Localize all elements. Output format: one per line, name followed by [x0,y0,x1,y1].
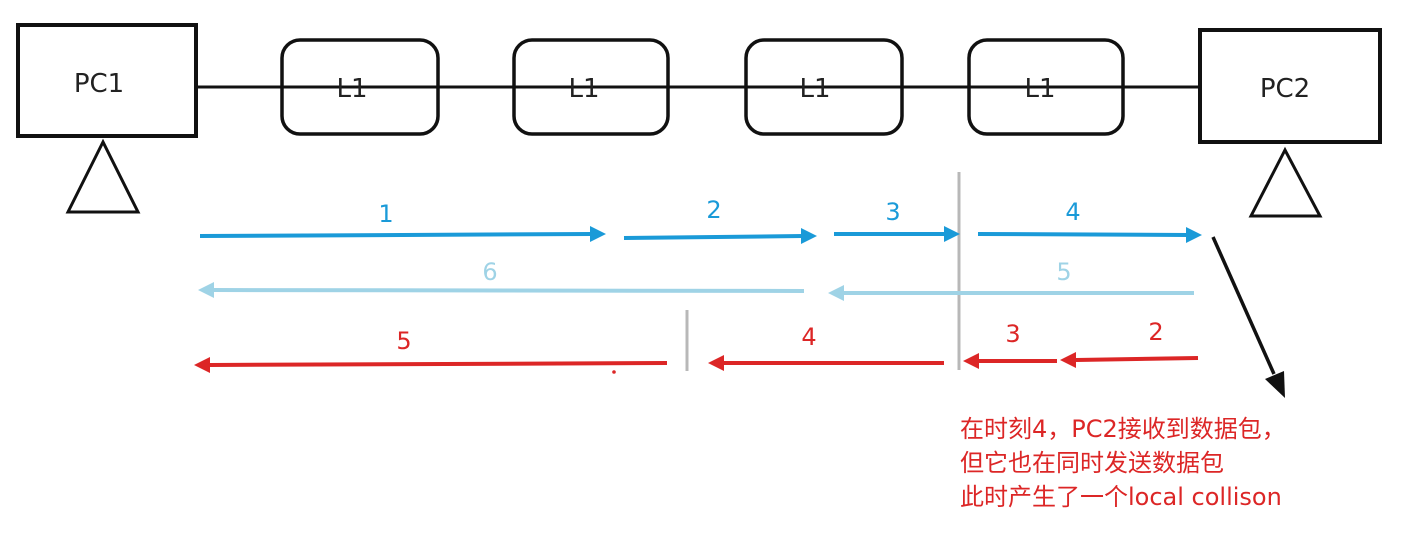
note-line: 但它也在同时发送数据包 [960,449,1224,477]
lightblue-arrow-label: 6 [482,258,497,286]
red-arrow-4 [708,355,944,371]
link-label: L1 [1024,74,1055,104]
pc1-label: PC1 [74,69,124,99]
link-label: L1 [799,74,830,104]
note-line: 此时产生了一个local collison [960,483,1282,511]
lightblue-arrow-6 [198,282,805,298]
blue-arrow-4 [977,227,1202,243]
link-node-1: L1 [280,38,440,136]
pc1-antenna-icon [65,138,141,214]
blue-arrow-1 [199,226,606,242]
lightblue-arrow-5 [828,285,1194,301]
pc1-node: PC1 [16,23,198,138]
link-label: L1 [568,74,599,104]
blue-arrow-2 [623,228,817,244]
red-arrow-label: 4 [801,323,816,351]
pc2-antenna-icon [1248,146,1323,218]
link-label: L1 [336,74,367,104]
blue-arrow-label: 2 [706,196,721,224]
blue-arrow-row [199,226,1202,244]
link-node-2: L1 [512,38,670,136]
red-arrow-label: 5 [396,327,411,355]
note-line: 在时刻4，PC2接收到数据包， [960,415,1286,443]
lightblue-arrow-row [198,282,1194,301]
red-arrow-5 [194,357,668,373]
link-node-3: L1 [744,38,904,136]
pc2-node: PC2 [1198,28,1382,144]
red-arrow-3 [963,353,1057,369]
blue-arrow-label: 3 [885,198,900,226]
lightblue-arrow-label: 5 [1056,258,1071,286]
stray-dot [612,370,616,374]
blue-arrow-3 [834,226,960,242]
pointer-arrow [1211,236,1285,398]
pc2-label: PC2 [1260,74,1310,104]
blue-arrow-label: 4 [1065,198,1080,226]
blue-arrow-label: 1 [378,200,393,228]
red-arrow-label: 2 [1148,318,1163,346]
red-arrow-2 [1060,352,1199,368]
collision-note: 在时刻4，PC2接收到数据包， 但它也在同时发送数据包 此时产生了一个local… [960,412,1286,514]
red-arrow-label: 3 [1005,320,1020,348]
red-arrow-row [194,352,1199,373]
link-node-4: L1 [967,38,1125,136]
